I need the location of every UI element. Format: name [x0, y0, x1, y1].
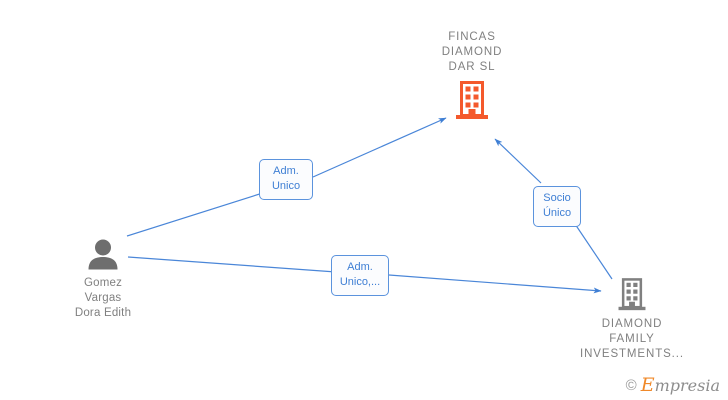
empresia-logo: Empresia	[641, 376, 720, 395]
edge-dfi-to-fincas	[494, 138, 613, 280]
node-fincas-label: FINCAS DIAMOND DAR SL	[441, 31, 503, 73]
edge-label-adm-unico-fincas[interactable]: Adm. Unico	[259, 159, 313, 200]
empresia-logo-initial: E	[640, 374, 655, 396]
copyright-icon: ©	[625, 377, 637, 394]
person-icon	[43, 238, 163, 270]
empresia-watermark: © Empresia	[626, 376, 720, 395]
building-icon	[572, 278, 692, 312]
node-fincas-diamond-dar-sl[interactable]: FINCAS DIAMOND DAR SL	[412, 30, 532, 121]
edge-label-socio-unico[interactable]: Socio Único	[533, 186, 581, 227]
node-gomez-vargas-dora-edith[interactable]: Gomez Vargas Dora Edith	[43, 238, 163, 321]
edge-person-to-fincas	[126, 117, 447, 237]
edge-label-adm-unico-dfi[interactable]: Adm. Unico,...	[331, 255, 389, 296]
node-dfi-label: DIAMOND FAMILY INVESTMENTS...	[580, 318, 684, 360]
node-person-label: Gomez Vargas Dora Edith	[74, 277, 132, 319]
building-icon	[412, 81, 532, 121]
edge-person-to-dfi	[127, 256, 602, 294]
empresia-logo-text: mpresia	[654, 376, 720, 395]
node-diamond-family-investments[interactable]: DIAMOND FAMILY INVESTMENTS...	[572, 278, 692, 362]
